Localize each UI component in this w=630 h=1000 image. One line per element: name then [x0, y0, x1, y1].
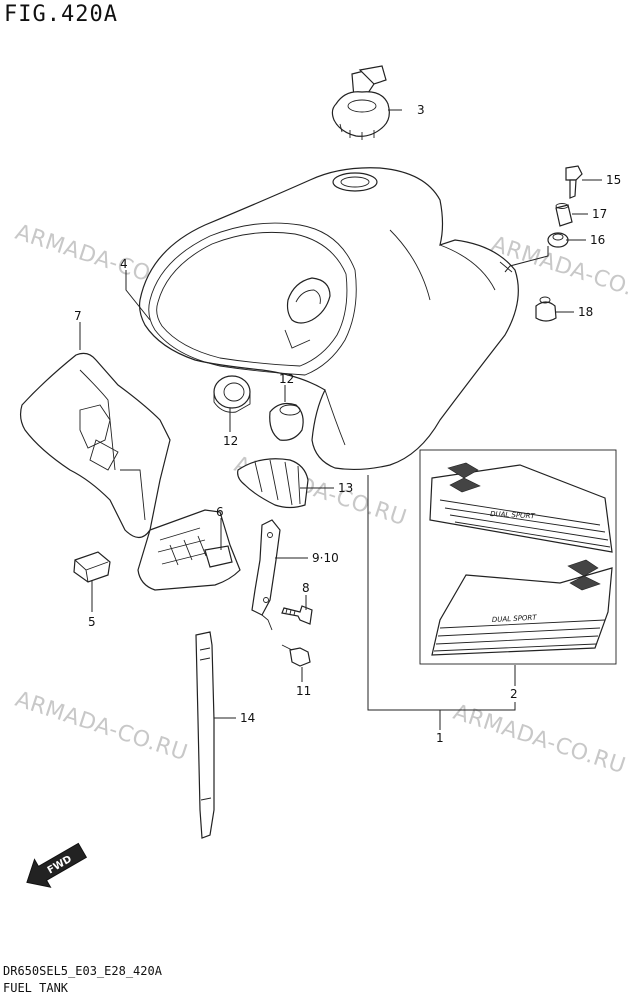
callout-1: 1 — [436, 731, 444, 745]
callout-9-10: 9·10 — [312, 551, 339, 565]
callout-17: 17 — [592, 207, 607, 221]
cushion-part-18 — [535, 296, 557, 322]
bolt-part-11 — [281, 644, 311, 667]
cushion-part-12-upper — [213, 375, 251, 413]
callout-18: 18 — [578, 305, 593, 319]
bolt-part-8 — [281, 605, 313, 625]
callout-6: 6 — [216, 505, 224, 519]
emblem-lower: DUAL SPORT — [431, 559, 613, 656]
decal-text-lower: DUAL SPORT — [492, 614, 538, 624]
watermark-4: ARMADA-CO.RU — [12, 687, 191, 766]
callout-14: 14 — [240, 711, 255, 725]
model-code: DR650SEL5_E03_E28_420A — [3, 964, 162, 978]
callout-8: 8 — [302, 581, 310, 595]
fuel-tank-part-4 — [138, 167, 519, 471]
bracket-part-9-10 — [251, 519, 281, 631]
callout-5: 5 — [88, 615, 96, 629]
callout-12-upper: 12 — [279, 372, 294, 386]
callout-15: 15 — [606, 173, 621, 187]
callout-7: 7 — [74, 309, 82, 323]
callout-labels: 3 4 7 12 12 13 6 9·10 8 5 11 14 15 17 16… — [74, 103, 621, 745]
fuel-cap-part-3 — [331, 65, 390, 140]
cushion-part-5 — [73, 551, 111, 583]
leader-lines — [79, 109, 602, 730]
collar-part-17 — [555, 203, 573, 227]
watermark-5: ARMADA-CO.RU — [450, 700, 629, 779]
callout-13: 13 — [338, 481, 353, 495]
callout-3: 3 — [417, 103, 425, 117]
callout-4: 4 — [120, 257, 128, 271]
figure-title: FIG.420A — [4, 2, 118, 27]
forward-arrow-icon: FWD — [26, 842, 88, 888]
cushion-part-13 — [237, 458, 309, 509]
cushion-part-12-lower — [269, 402, 304, 441]
decal-text-upper: DUAL SPORT — [490, 510, 536, 520]
callout-2: 2 — [510, 687, 518, 701]
side-cover-lower-part-6 — [137, 509, 241, 591]
bolt-part-15 — [565, 165, 583, 199]
emblem-upper: DUAL SPORT — [429, 462, 613, 553]
section-title: FUEL TANK — [3, 981, 69, 995]
callout-12-lower: 12 — [223, 434, 238, 448]
strap-part-14 — [195, 631, 215, 839]
side-cover-part-7 — [19, 352, 171, 539]
callout-16: 16 — [590, 233, 605, 247]
callout-11: 11 — [296, 684, 311, 698]
emblem-set-box: DUAL SPORT DUAL SPORT — [419, 449, 617, 665]
grommet-part-16 — [547, 232, 569, 248]
